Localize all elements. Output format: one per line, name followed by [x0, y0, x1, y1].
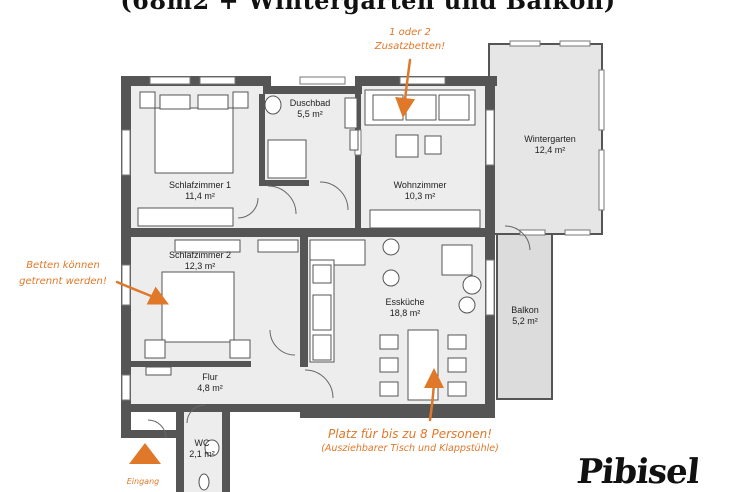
room-label-balkon: Balkon 5,2 m² [511, 305, 539, 326]
room-label-wintergarten: Wintergarten 12,4 m² [524, 134, 576, 155]
note-betten-getrennt: Betten können getrennt werden! [19, 260, 107, 287]
annotation-arrows [115, 58, 444, 422]
note-eingang: Eingang [126, 477, 160, 486]
furniture [137, 89, 482, 491]
page-title: (68m2 + Wintergarten und Balkon) [120, 0, 616, 15]
room-label-schlafzimmer2: Schlafzimmer 2 12,3 m² [168, 250, 231, 271]
room-label-wohnzimmer: Wohnzimmer 10,3 m² [393, 180, 447, 201]
room-label-wc: WC 2,1 m² [189, 438, 215, 459]
floor-wintergarten [488, 43, 603, 235]
brand-logo: Pibisel [574, 452, 701, 492]
room-label-duschbad: Duschbad 5,5 m² [289, 98, 331, 119]
entrance-marker [129, 443, 161, 464]
floor-balkon [496, 233, 553, 400]
wintergarten-frames [509, 40, 605, 236]
room-label-esskueche: Essküche 18,8 m² [385, 297, 425, 318]
floor-flurupper [263, 182, 359, 232]
note-zusatzbetten: 1 oder 2 Zusatzbetten! [374, 27, 446, 52]
room-label-schlafzimmer1: Schlafzimmer 1 11,4 m² [168, 180, 231, 201]
room-label-flur: Flur 4,8 m² [197, 372, 223, 393]
note-platz-personen: Platz für bis zu 8 Personen! (Ausziehbar… [321, 427, 499, 454]
doors [147, 181, 531, 439]
